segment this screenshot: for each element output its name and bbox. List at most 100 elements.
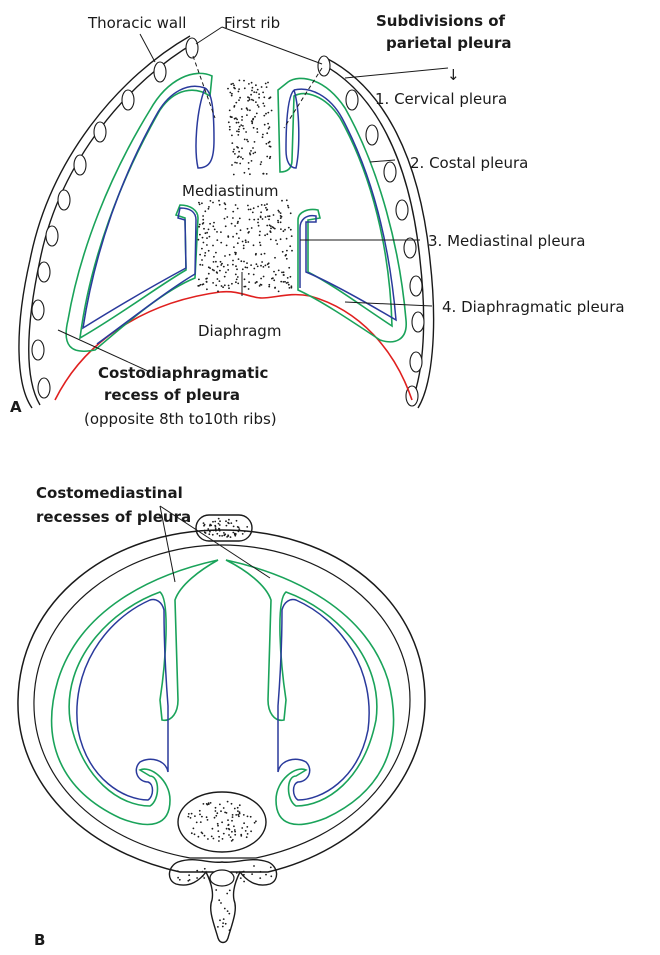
stipple-dot <box>236 279 238 281</box>
stipple-dot <box>198 202 200 204</box>
stipple-dot <box>260 278 262 280</box>
stipple-dot <box>199 234 201 236</box>
stipple-dot <box>238 258 240 260</box>
stipple-dot <box>229 829 231 831</box>
stipple-dot <box>206 288 208 290</box>
stipple-dot <box>247 96 249 98</box>
stipple-dot <box>261 284 263 286</box>
stipple-dot <box>198 239 200 241</box>
stipple-dot <box>233 87 235 89</box>
stipple-dot <box>204 255 206 257</box>
stipple-dot <box>223 266 225 268</box>
stipple-dot <box>243 245 245 247</box>
stipple-dot <box>222 922 224 924</box>
stipple-dot <box>225 272 227 274</box>
stipple-dot <box>262 92 264 94</box>
rib-section <box>384 162 396 182</box>
stipple-dot <box>208 802 210 804</box>
leader-subdivisions <box>345 68 448 78</box>
stipple-dot <box>237 242 239 244</box>
stipple-dot <box>235 265 237 267</box>
stipple-dot <box>285 255 287 257</box>
stipple-dot <box>214 817 216 819</box>
stipple-dot <box>261 204 263 206</box>
stipple-dot <box>266 209 268 211</box>
stipple-dot <box>278 291 280 293</box>
stipple-dot <box>256 92 258 94</box>
rib-section <box>318 56 330 76</box>
stipple-dot <box>252 147 254 149</box>
stipple-dot <box>213 838 215 840</box>
stipple-dot <box>247 205 249 207</box>
stipple-dot <box>232 814 234 816</box>
stipple-dot <box>243 247 245 249</box>
stipple-dot <box>246 826 248 828</box>
stipple-dot <box>273 271 275 273</box>
stipple-dot <box>233 85 235 87</box>
stipple-dot <box>231 840 233 842</box>
stipple-dot <box>211 836 213 838</box>
stipple-dot <box>284 281 286 283</box>
stipple-dot <box>257 218 259 220</box>
stipple-dot <box>238 91 240 93</box>
stipple-dot <box>206 244 208 246</box>
stipple-dot <box>226 893 228 895</box>
rib-section <box>366 125 378 145</box>
stipple-dot <box>269 157 271 159</box>
stipple-dot <box>253 153 255 155</box>
stipple-dot <box>257 266 259 268</box>
stipple-dot <box>244 139 246 141</box>
stipple-dot <box>217 290 219 292</box>
stipple-dot <box>258 106 260 108</box>
stipple-dot <box>227 819 229 821</box>
stipple-dot <box>218 840 220 842</box>
stipple-dot <box>263 96 265 98</box>
stipple-dot <box>227 264 229 266</box>
rib-section <box>346 90 358 110</box>
stipple-dot <box>232 532 234 534</box>
stipple-dot <box>212 828 214 830</box>
label-costomediastinal-2: recesses of pleura <box>36 508 191 526</box>
stipple-dot <box>218 518 220 520</box>
stipple-dot <box>277 220 279 222</box>
stipple-dot <box>261 261 263 263</box>
stipple-dot <box>265 83 267 85</box>
stipple-dot <box>253 219 255 221</box>
stipple-dot <box>273 279 275 281</box>
stipple-dot <box>231 803 233 805</box>
stipple-dot <box>248 288 250 290</box>
stipple-dot <box>229 110 231 112</box>
stipple-dot <box>203 803 205 805</box>
stipple-dot <box>274 287 276 289</box>
stipple-dot <box>219 270 221 272</box>
stipple-dot <box>250 209 252 211</box>
stipple-dot <box>231 223 233 225</box>
stipple-dot <box>260 871 262 873</box>
stipple-dot <box>281 272 283 274</box>
stipple-dot <box>253 91 255 93</box>
stipple-dot <box>270 867 272 869</box>
stipple-dot <box>203 222 205 224</box>
stipple-dot <box>201 816 203 818</box>
stipple-dot <box>224 204 226 206</box>
stipple-dot <box>270 875 272 877</box>
stipple-dot <box>287 205 289 207</box>
rib-section <box>74 155 86 175</box>
stipple-dot <box>238 99 240 101</box>
stipple-dot <box>212 225 214 227</box>
stipple-dot <box>222 286 224 288</box>
stipple-dot <box>230 116 232 118</box>
stipple-dot <box>270 231 272 233</box>
stipple-dot <box>219 204 221 206</box>
stipple-dot <box>266 233 268 235</box>
stipple-dot <box>286 282 288 284</box>
stipple-dot <box>224 276 226 278</box>
stipple-dot <box>267 82 269 84</box>
stipple-dot <box>267 215 269 217</box>
stipple-dot <box>268 286 270 288</box>
stipple-dot <box>240 124 242 126</box>
stipple-dot <box>246 267 248 269</box>
label-costal-pleura: 2. Costal pleura <box>410 154 528 172</box>
